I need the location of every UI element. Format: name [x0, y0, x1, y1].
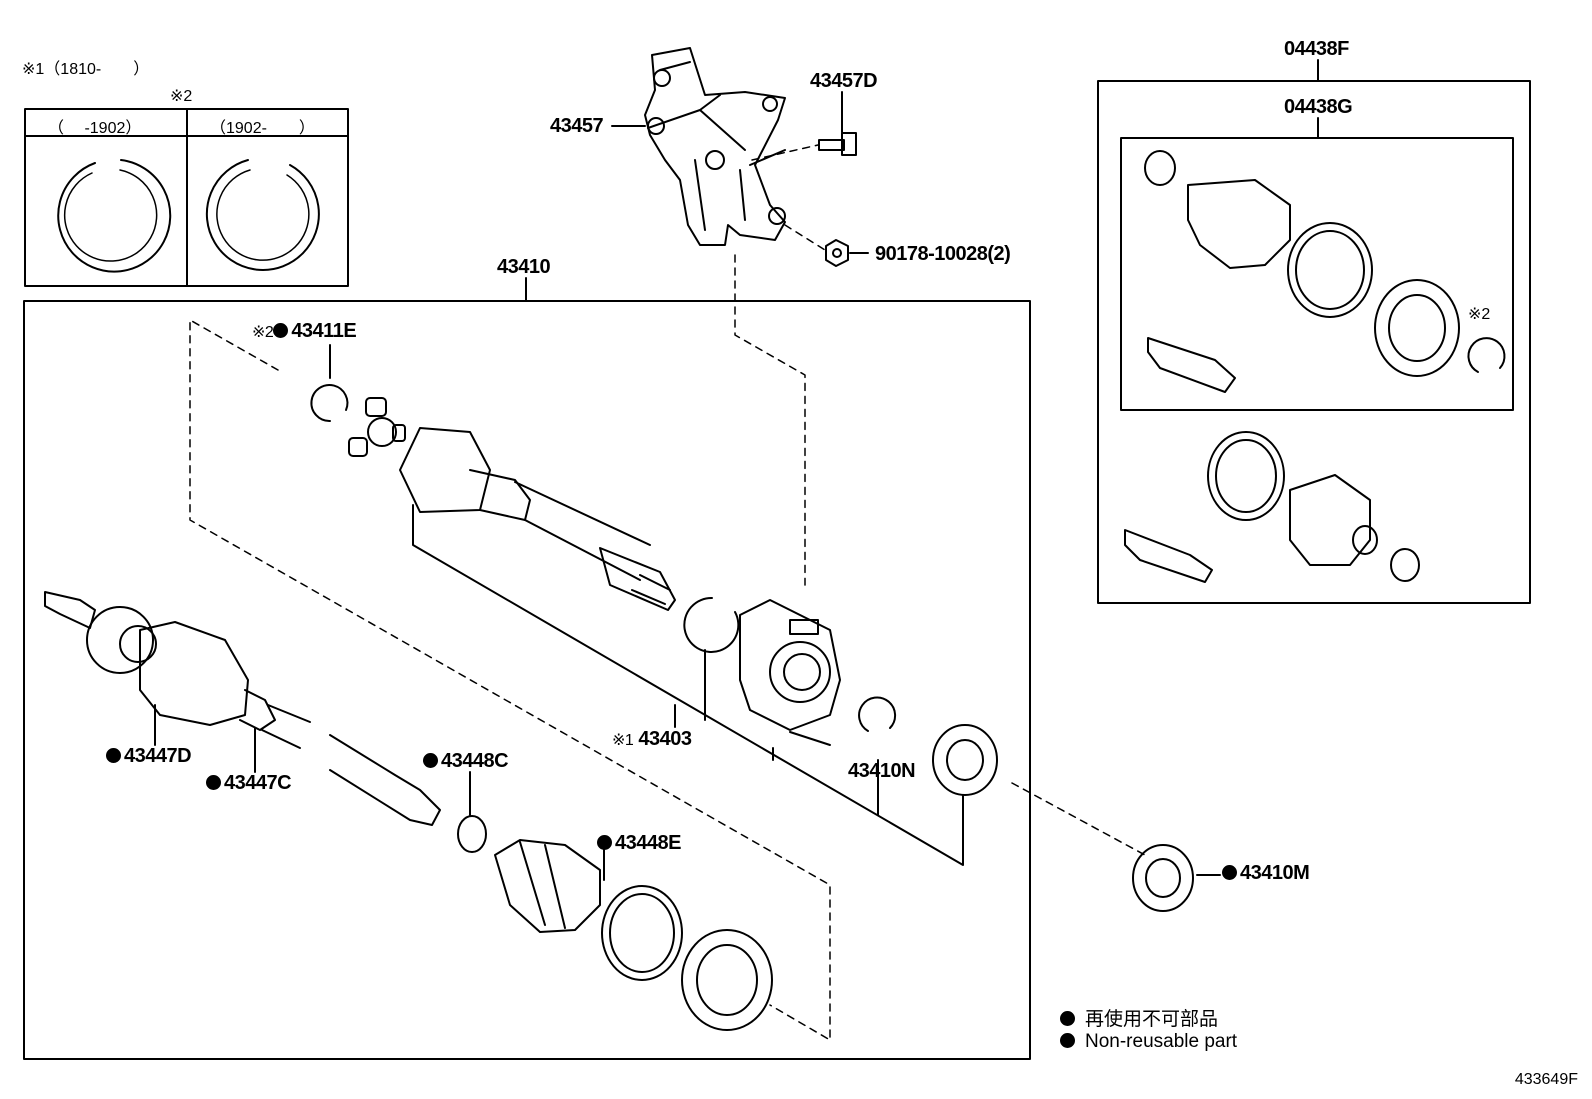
- part-label-43410[interactable]: 43410: [497, 256, 551, 278]
- non-reusable-dot: [597, 835, 612, 850]
- part-number-43410M: 43410M: [1240, 862, 1310, 884]
- part-number-43447D: 43447D: [124, 745, 192, 767]
- note-2-marker: ※2: [170, 88, 193, 105]
- part-label-43447C[interactable]: 43447C: [206, 772, 292, 795]
- boot-kit-box-04438G: [1120, 137, 1514, 411]
- legend-en-text: Non-reusable part: [1085, 1031, 1238, 1052]
- legend-ja-text: 再使用不可部品: [1085, 1009, 1219, 1030]
- note-marker-2: ※2: [252, 324, 274, 341]
- seal-43410M: [1132, 844, 1221, 912]
- circlip: [683, 596, 740, 653]
- part-label-43410M[interactable]: 43410M: [1222, 862, 1310, 885]
- inboard-joint-shaft: [399, 427, 676, 611]
- bracket-43457: [611, 47, 786, 246]
- legend-dot-icon: [1060, 1011, 1075, 1026]
- legend-dot-icon: [1060, 1033, 1075, 1048]
- boot-kit-box-04438F: [1097, 80, 1531, 604]
- outboard-cv-joint: [44, 591, 441, 826]
- part-label-04438F[interactable]: 04438F: [1284, 38, 1349, 60]
- diagram-code: 433649F: [1514, 1071, 1578, 1088]
- note-1-serial-range: ※1（1810- ）: [22, 61, 150, 78]
- non-reusable-dot: [206, 775, 221, 790]
- note-marker-1: ※1: [612, 732, 634, 749]
- part-label-43410N[interactable]: 43410N: [848, 760, 916, 782]
- part-label-43457D[interactable]: 43457D: [810, 70, 878, 92]
- outer-boot-flange: [681, 929, 773, 1031]
- kit-04438F-parts: [1124, 431, 1420, 583]
- part-label-90178-10028[interactable]: 90178-10028(2): [875, 243, 1011, 265]
- part-label-43447D[interactable]: 43447D: [106, 745, 192, 768]
- snap-ring-detail-box: [24, 108, 349, 287]
- ring-old-range: （ -1902）: [48, 120, 142, 137]
- part-number-43411E: 43411E: [291, 320, 357, 342]
- non-reusable-dot: [1222, 865, 1237, 880]
- part-label-43457[interactable]: 43457: [550, 115, 604, 137]
- bearing-bracket-43403: [739, 599, 841, 746]
- shaft-assembly-box: [23, 300, 1031, 1060]
- non-reusable-dot: [423, 753, 438, 768]
- part-label-43403[interactable]: ※1 43403: [612, 728, 692, 751]
- part-number-43403: 43403: [638, 728, 692, 750]
- part-label-43411E[interactable]: ※2 43411E: [252, 320, 357, 343]
- part-number-43448E: 43448E: [615, 832, 681, 854]
- dust-seal: [932, 724, 998, 796]
- ring-new-range: （1902- ）: [210, 120, 315, 137]
- kit-04438G-parts: [1144, 150, 1506, 393]
- tripod-joint: [348, 397, 406, 457]
- kit-note-marker-2: ※2: [1468, 306, 1491, 323]
- part-label-43448E[interactable]: 43448E: [597, 832, 681, 855]
- nut-90178: [825, 239, 869, 267]
- clamp-43448E: [601, 842, 683, 981]
- bolt-43457D: [818, 91, 857, 156]
- part-label-43448C[interactable]: 43448C: [423, 750, 509, 773]
- legend-ja: 再使用不可部品: [1060, 1004, 1218, 1031]
- non-reusable-dot: [273, 323, 289, 338]
- snap-ring-43411E: [310, 344, 349, 423]
- non-reusable-dot: [106, 748, 121, 763]
- legend-en: Non-reusable part: [1060, 1031, 1237, 1053]
- inner-boot: [494, 839, 601, 933]
- part-number-43447C: 43447C: [224, 772, 292, 794]
- clamp-43448C: [457, 771, 487, 853]
- part-number-43448C: 43448C: [441, 750, 509, 772]
- snap-ring-43410N: [858, 696, 897, 732]
- part-label-04438G[interactable]: 04438G: [1284, 96, 1353, 118]
